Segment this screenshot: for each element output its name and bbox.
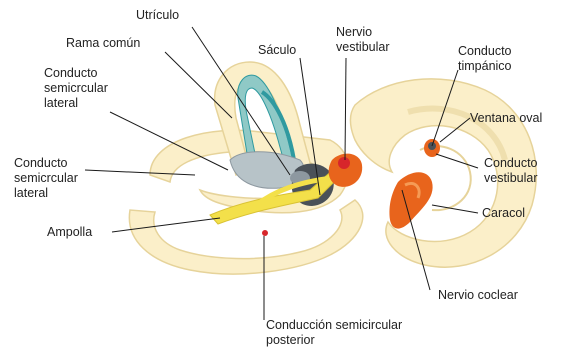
label-caracol: Caracol (482, 206, 525, 221)
ampulla-dot (262, 230, 268, 236)
label-utriculo: Utrículo (136, 8, 179, 23)
label-ampolla: Ampolla (47, 225, 92, 240)
cochlear-duct (389, 172, 432, 228)
label-conducto-lateral-left: Conducto semicrcular lateral (14, 156, 78, 201)
label-conduccion-posterior: Conducción semicircular posterior (266, 318, 402, 348)
label-nervio-vestibular: Nervio vestibular (336, 25, 390, 55)
label-saculo: Sáculo (258, 43, 296, 58)
label-ventana-oval: Ventana oval (470, 111, 542, 126)
label-rama-comun: Rama común (66, 36, 140, 51)
label-nervio-coclear: Nervio coclear (438, 288, 518, 303)
label-conducto-timpanico: Conducto timpánico (458, 44, 512, 74)
label-conducto-lateral-top: Conducto semicrcular lateral (44, 66, 108, 111)
label-conducto-vestibular: Conducto vestibular (484, 156, 538, 186)
